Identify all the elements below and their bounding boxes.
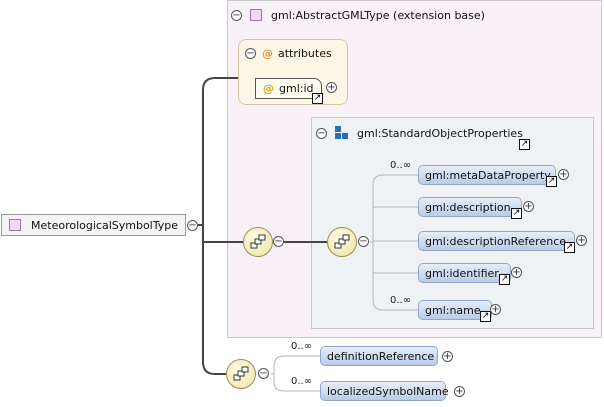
attribute-at-icon: @	[262, 47, 273, 60]
element-label: localizedSymbolName	[327, 385, 449, 398]
sequence-icon	[250, 234, 266, 249]
link-arrow-icon[interactable]: ↗	[499, 274, 510, 285]
element-label: gml:name	[425, 304, 481, 317]
sequence-node-extension[interactable]	[243, 227, 273, 257]
attribute-gml-id[interactable]	[255, 78, 322, 99]
element-label: definitionReference	[327, 350, 435, 363]
cardinality-label: 0..∞	[390, 160, 412, 171]
element-gml-name[interactable]: gml:name	[418, 300, 492, 320]
element-expand-icon[interactable]: +	[511, 267, 522, 278]
element-label: gml:metaDataProperty	[425, 169, 551, 182]
attribute-item-at-icon: @	[263, 82, 274, 95]
element-gml-descriptionreference[interactable]: gml:descriptionReference	[418, 231, 575, 251]
link-arrow-icon[interactable]: ↗	[480, 311, 491, 322]
element-definitionreference[interactable]: definitionReference	[320, 346, 438, 366]
wire-root-to-extension-seq	[202, 225, 243, 243]
root-type-label: MeteorologicalSymbolType	[31, 219, 178, 232]
element-label: gml:description	[425, 201, 511, 214]
element-gml-metadataproperty[interactable]: gml:metaDataProperty	[418, 165, 556, 185]
cardinality-label: 0..∞	[291, 341, 313, 352]
extension-collapse-icon[interactable]: −	[231, 10, 242, 21]
standard-object-properties-panel	[311, 117, 594, 329]
cardinality-label: 0..∞	[390, 295, 412, 306]
sequence-node-own[interactable]	[226, 359, 256, 389]
element-expand-icon[interactable]: +	[576, 235, 587, 246]
element-expand-icon[interactable]: +	[442, 351, 453, 362]
cardinality-label: 0..∞	[291, 376, 313, 387]
wire-root-to-own-seq	[202, 242, 226, 375]
link-arrow-icon[interactable]: ↗	[511, 208, 522, 219]
wire-root-to-attributes	[198, 77, 238, 226]
element-label: gml:descriptionReference	[425, 235, 567, 248]
complex-type-icon	[250, 9, 262, 21]
link-arrow-icon[interactable]: ↗	[312, 93, 323, 104]
sequence-node-standard[interactable]	[327, 227, 357, 257]
element-expand-icon[interactable]: +	[454, 386, 465, 397]
complex-type-icon	[9, 219, 21, 231]
sequence-icon	[334, 234, 350, 249]
element-localizedsymbolname[interactable]: localizedSymbolName	[320, 381, 449, 401]
element-gml-description[interactable]: gml:description	[418, 197, 522, 217]
sequence-collapse-icon[interactable]: −	[273, 236, 284, 247]
element-expand-icon[interactable]: +	[523, 201, 534, 212]
root-type-box[interactable]	[1, 214, 186, 236]
attribute-gml-id-label: gml:id	[279, 82, 314, 95]
root-collapse-icon[interactable]: −	[187, 220, 198, 231]
attributes-title: attributes	[278, 47, 332, 60]
attributes-collapse-icon[interactable]: −	[245, 48, 256, 59]
link-arrow-icon[interactable]: ↗	[564, 242, 575, 253]
wire-own-branches	[271, 355, 320, 392]
extension-base-label: gml:AbstractGMLType (extension base)	[271, 9, 485, 22]
element-expand-icon[interactable]: +	[490, 304, 501, 315]
sequence-collapse-icon[interactable]: −	[358, 236, 369, 247]
standard-collapse-icon[interactable]: −	[316, 128, 327, 139]
element-label: gml:identifier	[425, 267, 499, 280]
group-icon	[335, 126, 348, 139]
wire-std-branches	[370, 174, 418, 311]
link-arrow-icon[interactable]: ↗	[519, 139, 530, 150]
sequence-collapse-icon[interactable]: −	[258, 368, 269, 379]
sequence-icon	[233, 366, 249, 381]
link-arrow-icon[interactable]: ↗	[546, 176, 557, 187]
element-gml-identifier[interactable]: gml:identifier	[418, 263, 511, 283]
standard-group-label: gml:StandardObjectProperties	[357, 127, 523, 140]
element-expand-icon[interactable]: +	[558, 169, 569, 180]
attribute-expand-icon[interactable]: +	[326, 82, 337, 93]
